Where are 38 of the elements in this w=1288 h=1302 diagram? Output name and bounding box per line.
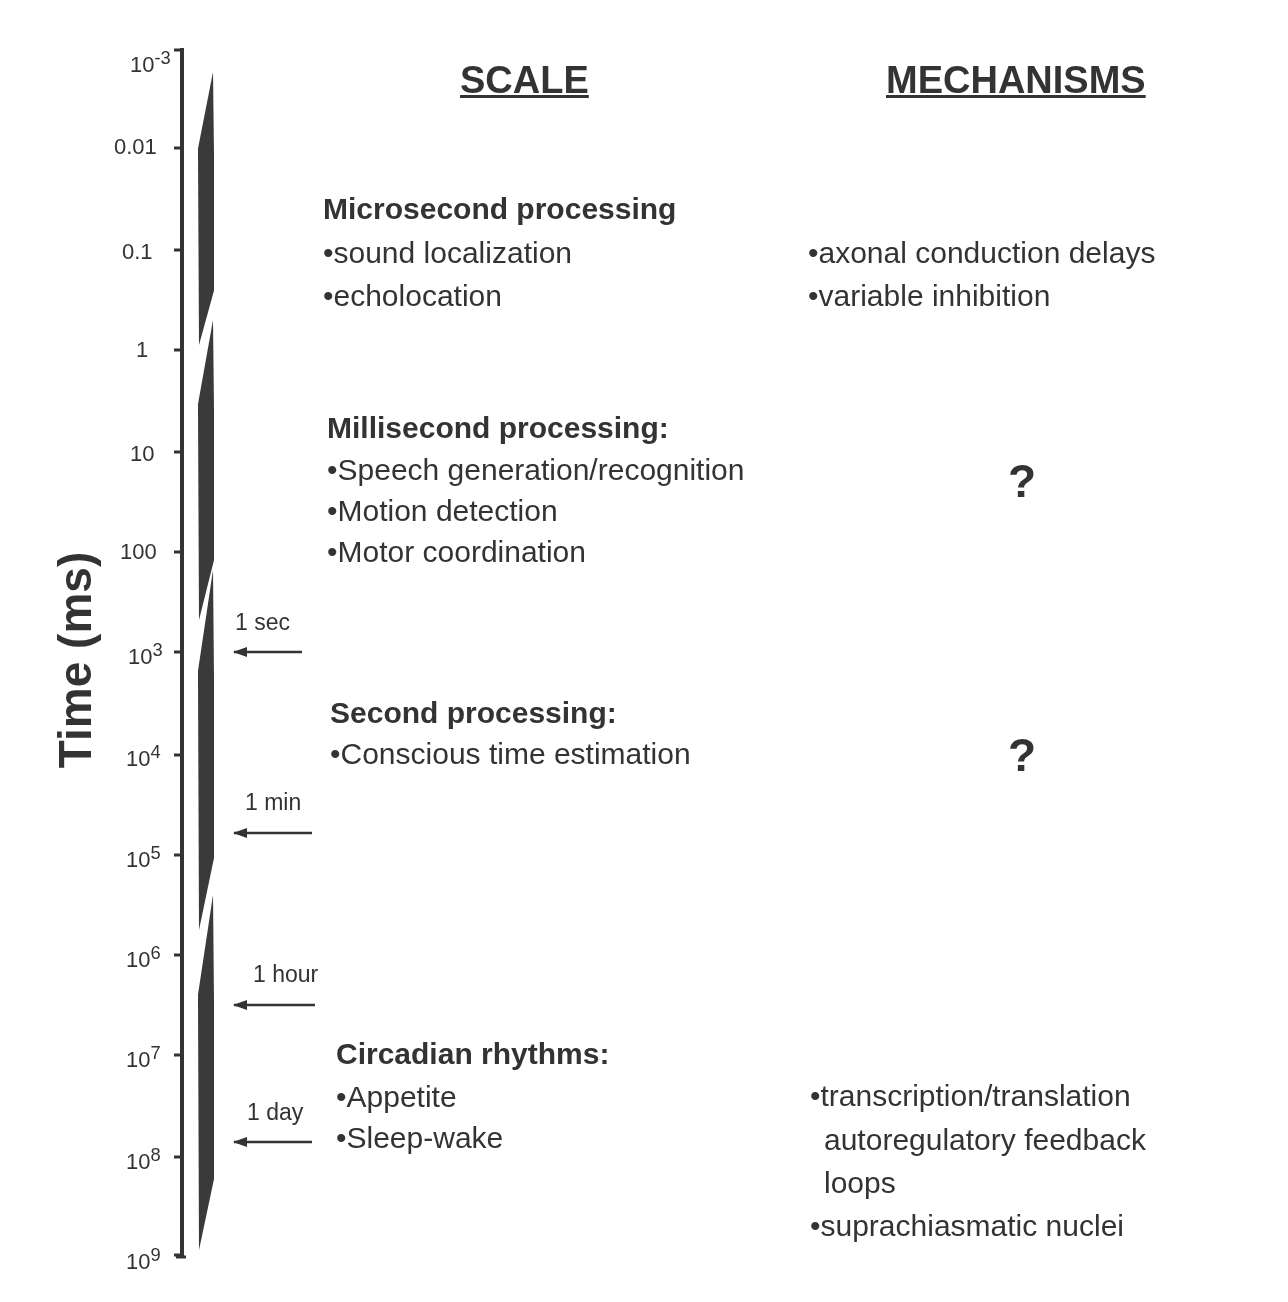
section-heading: Second processing: [330,696,617,729]
tick-label: 10 [130,442,155,467]
list-item: •echolocation [323,279,502,312]
time-marker-label: 1 min [245,790,302,816]
list-item: •transcription/translation autoregulatory feedback loops [810,1078,1147,1201]
list-item: •suprachiasmatic nuclei [810,1209,1124,1242]
column-heading: MECHANISMS [886,60,1146,102]
tick-label: 100 [120,540,157,565]
list-item: •Motor coordination [327,535,586,568]
question-mark: ? [1008,730,1037,781]
tick-label: 10$^{4}$ [126,742,161,772]
tick-label: 10$^{7}$ [126,1043,161,1073]
tick-label: 10$^{8}$ [126,1145,161,1175]
tick-label: 10$^{6}$ [126,943,161,973]
list-item: •Appetite [336,1080,457,1113]
list-item: •Speech generation/recognition [327,453,745,486]
tick-label: 10$^{-3}$ [130,48,171,78]
tick-label: 0.01 [114,135,157,160]
section-heading: Circadian rhythms: [336,1037,610,1070]
column-heading: SCALE [460,60,589,102]
list-item: •sound localization [323,236,572,269]
time-marker-label: 1 day [247,1100,304,1126]
list-item: •Conscious time estimation [330,737,691,770]
list-item: •axonal conduction delays [808,236,1156,269]
tick-label: 10$^{3}$ [128,640,163,670]
time-marker-label: 1 hour [253,962,319,988]
tick-label: 1 [136,338,149,363]
section-heading: Microsecond processing [323,192,677,225]
axis-title: Time (ms) [49,551,101,769]
question-mark: ? [1008,456,1037,507]
section-heading: Millisecond processing: [327,411,669,444]
list-item: •Sleep-wake [336,1121,504,1154]
tick-label: 10$^{9}$ [126,1245,161,1275]
list-item: •Motion detection [327,494,558,527]
tick-label: 10$^{5}$ [126,843,161,873]
list-item: •variable inhibition [808,279,1051,312]
time-marker-label: 1 sec [235,610,290,636]
tick-label: 0.1 [122,240,153,265]
